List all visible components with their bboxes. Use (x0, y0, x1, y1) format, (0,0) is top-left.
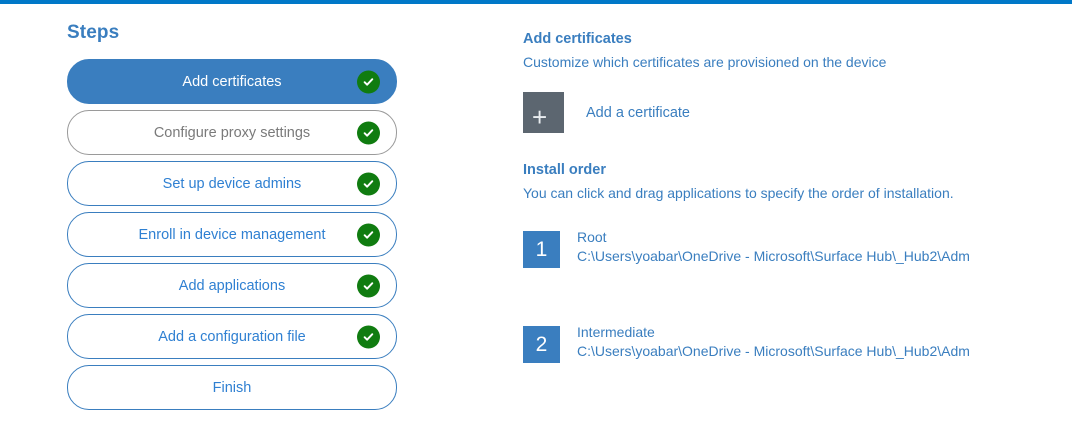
check-circle-icon (357, 172, 380, 195)
step-label: Set up device admins (162, 175, 302, 192)
list-item[interactable]: 2 Intermediate C:\Users\yoabar\OneDrive … (523, 323, 1043, 363)
order-item-path: C:\Users\yoabar\OneDrive - Microsoft\Sur… (577, 248, 970, 264)
detail-heading: Add certificates (523, 31, 632, 47)
detail-panel: Add certificates Customize which certifi… (523, 30, 1043, 421)
install-order-section: Install order You can click and drag app… (523, 161, 1043, 363)
step-label: Finish (212, 379, 252, 396)
steps-list: Add certificates Configure proxy setting… (67, 59, 397, 410)
detail-subheading: Customize which certificates are provisi… (523, 54, 887, 70)
add-certificate-row[interactable]: + Add a certificate (523, 92, 1043, 133)
step-item-set-up-device-admins[interactable]: Set up device admins (67, 161, 397, 206)
top-accent-bar (0, 0, 1072, 4)
step-label: Add applications (178, 277, 286, 294)
check-circle-icon (357, 223, 380, 246)
steps-heading: Steps (67, 22, 120, 43)
add-certificate-label[interactable]: Add a certificate (586, 104, 690, 121)
list-item[interactable]: 1 Root C:\Users\yoabar\OneDrive - Micros… (523, 228, 1043, 268)
step-item-add-a-configuration-file[interactable]: Add a configuration file (67, 314, 397, 359)
order-number-badge: 1 (523, 231, 560, 268)
order-item-path: C:\Users\yoabar\OneDrive - Microsoft\Sur… (577, 343, 970, 359)
order-item-name: Intermediate (577, 324, 655, 340)
order-item-name: Root (577, 229, 607, 245)
order-number-badge: 2 (523, 326, 560, 363)
step-item-finish[interactable]: Finish (67, 365, 397, 410)
check-circle-icon (357, 70, 380, 93)
install-order-list: 1 Root C:\Users\yoabar\OneDrive - Micros… (523, 228, 1043, 363)
step-label: Add a configuration file (158, 328, 306, 345)
step-label: Configure proxy settings (153, 124, 311, 141)
order-item-text: Root C:\Users\yoabar\OneDrive - Microsof… (577, 228, 970, 266)
step-item-configure-proxy-settings[interactable]: Configure proxy settings (67, 110, 397, 155)
step-label: Add certificates (182, 73, 282, 90)
order-item-text: Intermediate C:\Users\yoabar\OneDrive - … (577, 323, 970, 361)
install-order-subheading: You can click and drag applications to s… (523, 185, 954, 201)
install-order-heading: Install order (523, 162, 606, 178)
step-item-add-applications[interactable]: Add applications (67, 263, 397, 308)
step-item-enroll-in-device-management[interactable]: Enroll in device management (67, 212, 397, 257)
check-circle-icon (357, 121, 380, 144)
plus-glyph: + (532, 102, 548, 132)
check-circle-icon (357, 325, 380, 348)
step-item-add-certificates[interactable]: Add certificates (67, 59, 397, 104)
steps-panel: Steps Add certificates Configure proxy s… (67, 22, 397, 416)
plus-icon[interactable]: + (523, 92, 564, 133)
step-label: Enroll in device management (138, 226, 326, 243)
check-circle-icon (357, 274, 380, 297)
